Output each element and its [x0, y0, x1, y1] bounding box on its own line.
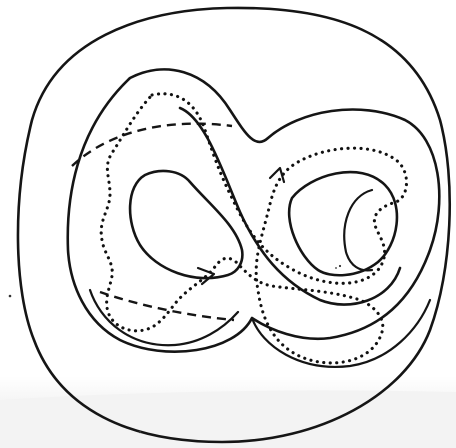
scan-speck [335, 267, 337, 269]
dashed-lower-arc [100, 292, 234, 320]
tube-outer-contour [68, 69, 440, 351]
scan-speck [9, 295, 12, 298]
meridian-disk-curve [344, 190, 372, 270]
dashed-upper-arc [72, 124, 232, 166]
left-inner-hole [130, 171, 242, 278]
direction-arrow-right [270, 168, 284, 182]
outer-boundary-curve [18, 8, 450, 442]
scan-speck [139, 431, 141, 433]
scan-speck [339, 265, 341, 267]
tube-lower-right-lobe [252, 300, 430, 367]
right-inner-hole [289, 172, 397, 275]
scan-shade [0, 390, 456, 448]
